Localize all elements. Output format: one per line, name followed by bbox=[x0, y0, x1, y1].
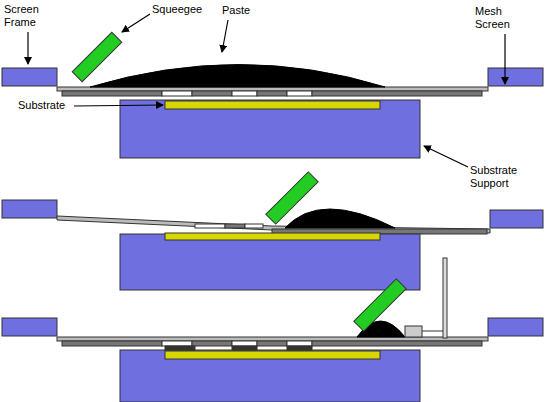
part-label: Substrate bbox=[18, 99, 78, 112]
part-label: Mesh Screen bbox=[475, 5, 515, 31]
stage-three bbox=[2, 258, 543, 402]
stage-two bbox=[2, 172, 543, 290]
leader-arrows bbox=[28, 14, 505, 167]
stage-one bbox=[2, 32, 543, 158]
part-label: Screen Frame bbox=[4, 3, 54, 29]
part-label: Paste bbox=[222, 4, 262, 17]
part-label: Squeegee bbox=[152, 3, 212, 16]
part-label: Substrate Support bbox=[470, 164, 530, 190]
